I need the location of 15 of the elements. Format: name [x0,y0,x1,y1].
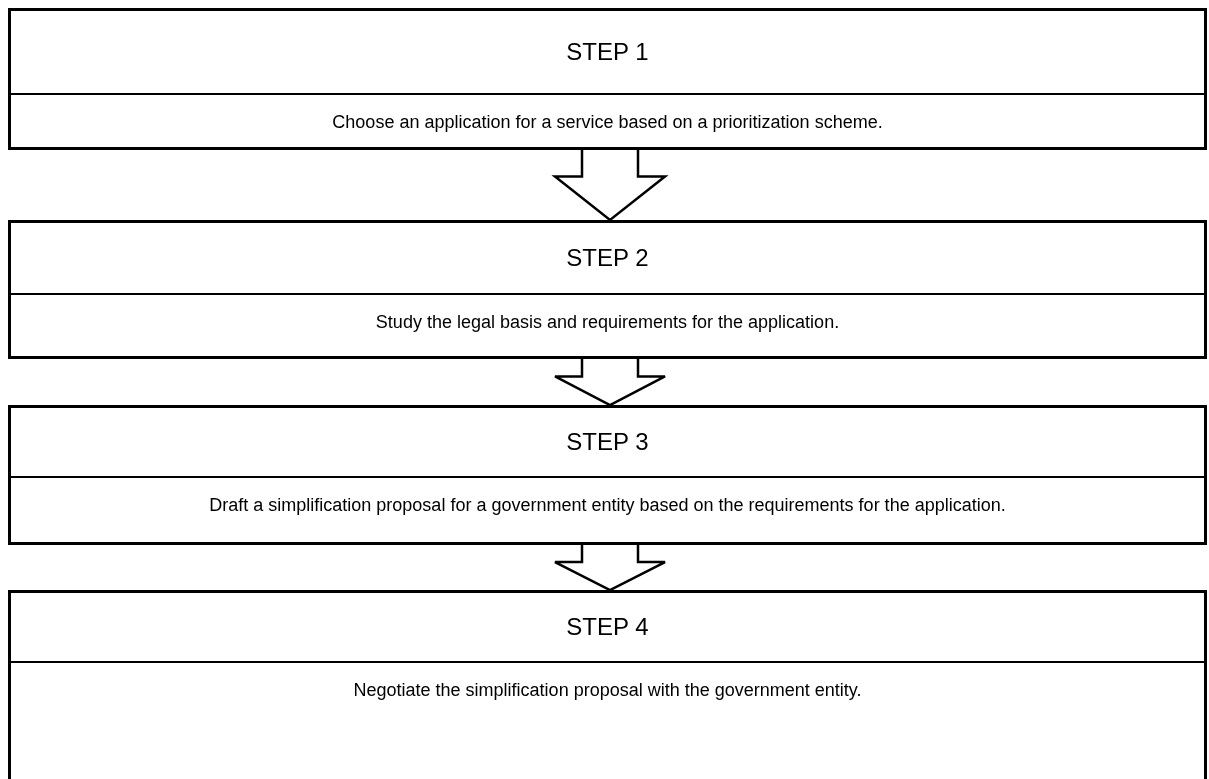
step-description: Study the legal basis and requirements for the application. [375,311,840,334]
step-description: Negotiate the simplification proposal with the government entity. [353,679,862,702]
step-description: Choose an application for a service based on a prioritization scheme. [332,111,883,134]
step-description: Draft a simplification proposal for a government entity based on the requirements for the application. [209,494,1006,517]
step-heading: STEP 2 [566,243,649,273]
step-heading: STEP 1 [566,37,649,67]
block-arrow [551,148,669,222]
step-box [8,220,1207,359]
step-heading: STEP 4 [566,612,649,642]
step-box [8,405,1207,545]
step-box [8,8,1207,150]
step-box [8,590,1207,779]
step-heading: STEP 3 [566,427,649,457]
block-arrow [553,357,667,407]
block-arrow [553,543,667,592]
